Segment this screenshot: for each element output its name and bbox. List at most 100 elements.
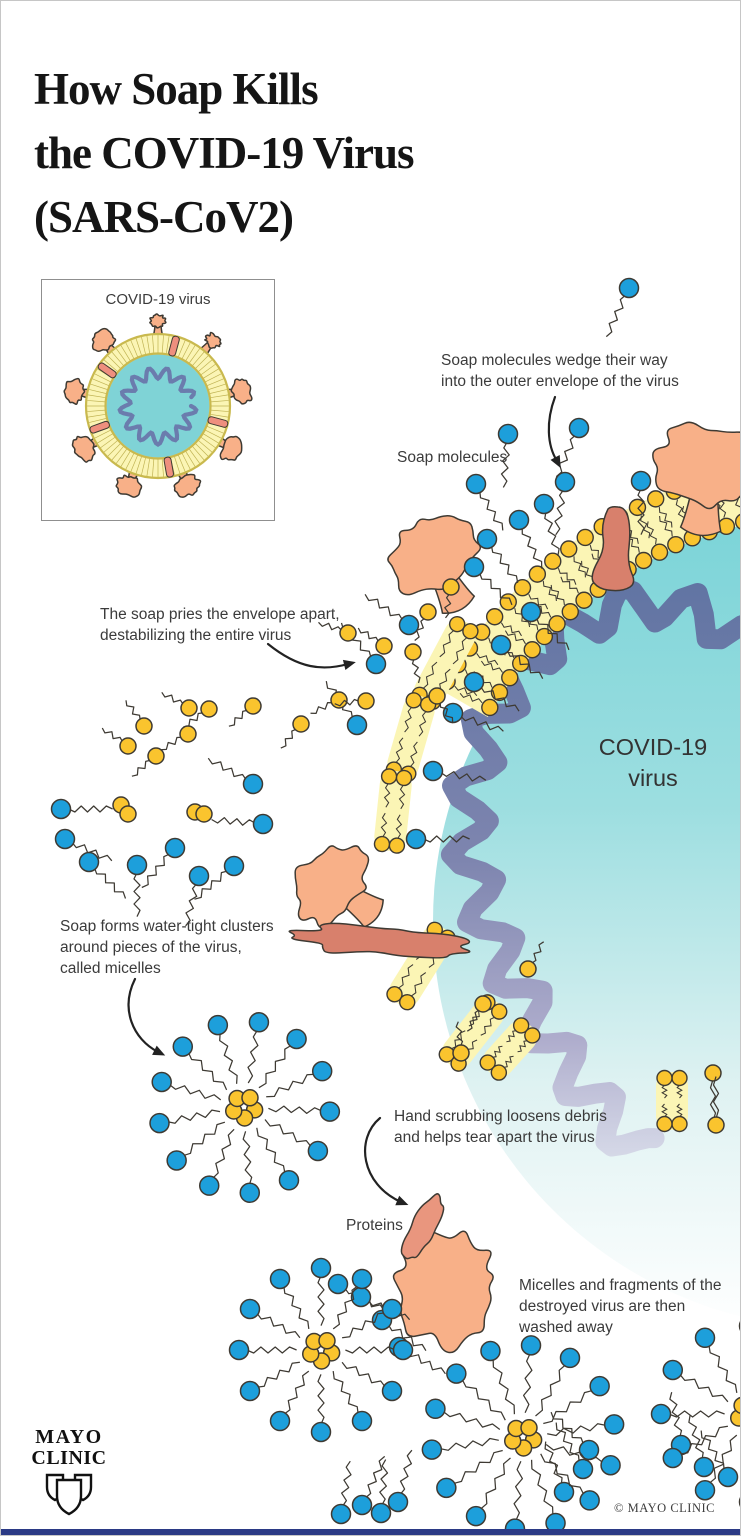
label-soap-molecules: Soap molecules [397, 449, 508, 466]
phospholipid [414, 603, 437, 641]
virus-cross-section-diagram [63, 313, 253, 498]
soap-molecule [239, 1131, 261, 1204]
soap-molecule [332, 1371, 373, 1432]
soap-molecule [422, 760, 487, 782]
soap-molecule [126, 854, 148, 917]
phospholipid [131, 747, 165, 777]
soap-molecule [185, 865, 210, 927]
inset-membrane-protein [163, 456, 175, 478]
soap-molecule [630, 470, 652, 535]
soap-molecule [172, 1036, 228, 1091]
micelle [228, 1257, 414, 1443]
annotation-soap-wedge: Soap molecules wedge their way into the … [441, 352, 679, 390]
soap-molecule [421, 1437, 499, 1460]
page-title: How Soap Kills the COVID-19 Virus (SARS-… [34, 64, 415, 243]
mayo-shield-icon [45, 1473, 93, 1516]
arrow [266, 642, 356, 670]
spike-protein [91, 327, 119, 357]
inset-membrane-protein [89, 420, 110, 434]
mayo-logo-line1: MAYO [35, 1426, 103, 1448]
soap-molecule [364, 593, 420, 636]
soap-molecule [662, 1425, 729, 1469]
soap-molecule [310, 1257, 332, 1326]
forming-micelle [185, 757, 274, 927]
micelle [421, 1335, 625, 1535]
micelle [149, 1012, 341, 1204]
phospholipid [228, 697, 262, 727]
phospholipid [183, 700, 218, 728]
annotation-washed-away: Micelles and fragments of the destroyed … [519, 1277, 722, 1336]
soap-molecule [662, 1359, 729, 1403]
soap-molecule [247, 1012, 270, 1084]
virus-legend-box: COVID-19 virus [41, 279, 275, 521]
soap-molecule [650, 1403, 725, 1425]
phospholipid [466, 995, 492, 1032]
phospholipid [357, 627, 393, 655]
soap-molecule [141, 837, 186, 889]
soap-molecule [269, 1268, 310, 1329]
phospholipid [704, 1064, 722, 1122]
soap-molecule [325, 680, 368, 736]
soap-molecule [194, 855, 245, 900]
virus-illustration [433, 464, 740, 1317]
phospholipid [101, 727, 137, 755]
phospholipid [442, 578, 460, 619]
soap-molecule [436, 1449, 503, 1499]
soap-molecule [342, 1298, 403, 1339]
phospholipid [452, 1021, 470, 1062]
membrane-fragment [656, 1069, 688, 1133]
soap-molecule [149, 1109, 221, 1134]
soap-molecule [446, 1363, 506, 1421]
inset-membrane-protein [168, 335, 180, 357]
phospholipid [161, 691, 198, 717]
soap-molecule [50, 798, 113, 820]
phospholipid [160, 725, 197, 751]
soap-molecule [442, 702, 504, 732]
soap-molecule [520, 601, 570, 651]
soap-molecule [425, 1398, 501, 1430]
phospholipid [428, 687, 454, 724]
soap-molecule [351, 1455, 386, 1516]
protein-fragment [288, 922, 471, 959]
soap-molecule [341, 1361, 403, 1402]
membrane-fragment [373, 768, 413, 854]
soap-molecule [228, 1339, 297, 1361]
soap-molecule [239, 1298, 301, 1339]
mayo-clinic-logo: MAYO CLINIC [31, 1427, 107, 1523]
soap-molecule [54, 828, 113, 862]
soap-molecule [504, 1461, 526, 1535]
soap-molecule [688, 1415, 715, 1478]
soap-molecule [694, 1327, 738, 1394]
arrow [364, 1116, 409, 1206]
phospholipid [310, 691, 348, 715]
soap-molecule [310, 1374, 332, 1443]
soap-molecule [508, 509, 543, 569]
arrow [127, 977, 166, 1056]
soap-molecule [387, 1449, 413, 1513]
label-proteins: Proteins [346, 1217, 403, 1234]
soap-molecule [211, 813, 274, 835]
soap-molecule [345, 1339, 414, 1361]
soap-molecule [605, 277, 640, 338]
soap-molecule [520, 1335, 542, 1413]
soap-molecule [545, 1444, 621, 1476]
membrane-fragment [479, 1017, 541, 1081]
soap-molecule [264, 1119, 329, 1162]
soap-molecule [694, 1434, 738, 1501]
spike-protein [387, 515, 482, 614]
copyright-text: © MAYO CLINIC [614, 1501, 715, 1515]
soap-molecule [465, 473, 504, 531]
annotation-micelles: Soap forms water-tight clusters around p… [60, 918, 274, 977]
protein-piece [400, 1193, 445, 1260]
phospholipid [707, 1076, 725, 1134]
soap-molecule [268, 1101, 341, 1122]
forming-micelle [50, 796, 186, 917]
soap-molecule [207, 757, 264, 795]
soap-molecule [256, 1127, 300, 1191]
soap-molecule [151, 1071, 222, 1101]
soap-molecule [543, 1375, 610, 1425]
spike-protein [652, 421, 740, 537]
bottom-accent-bar [1, 1529, 740, 1535]
